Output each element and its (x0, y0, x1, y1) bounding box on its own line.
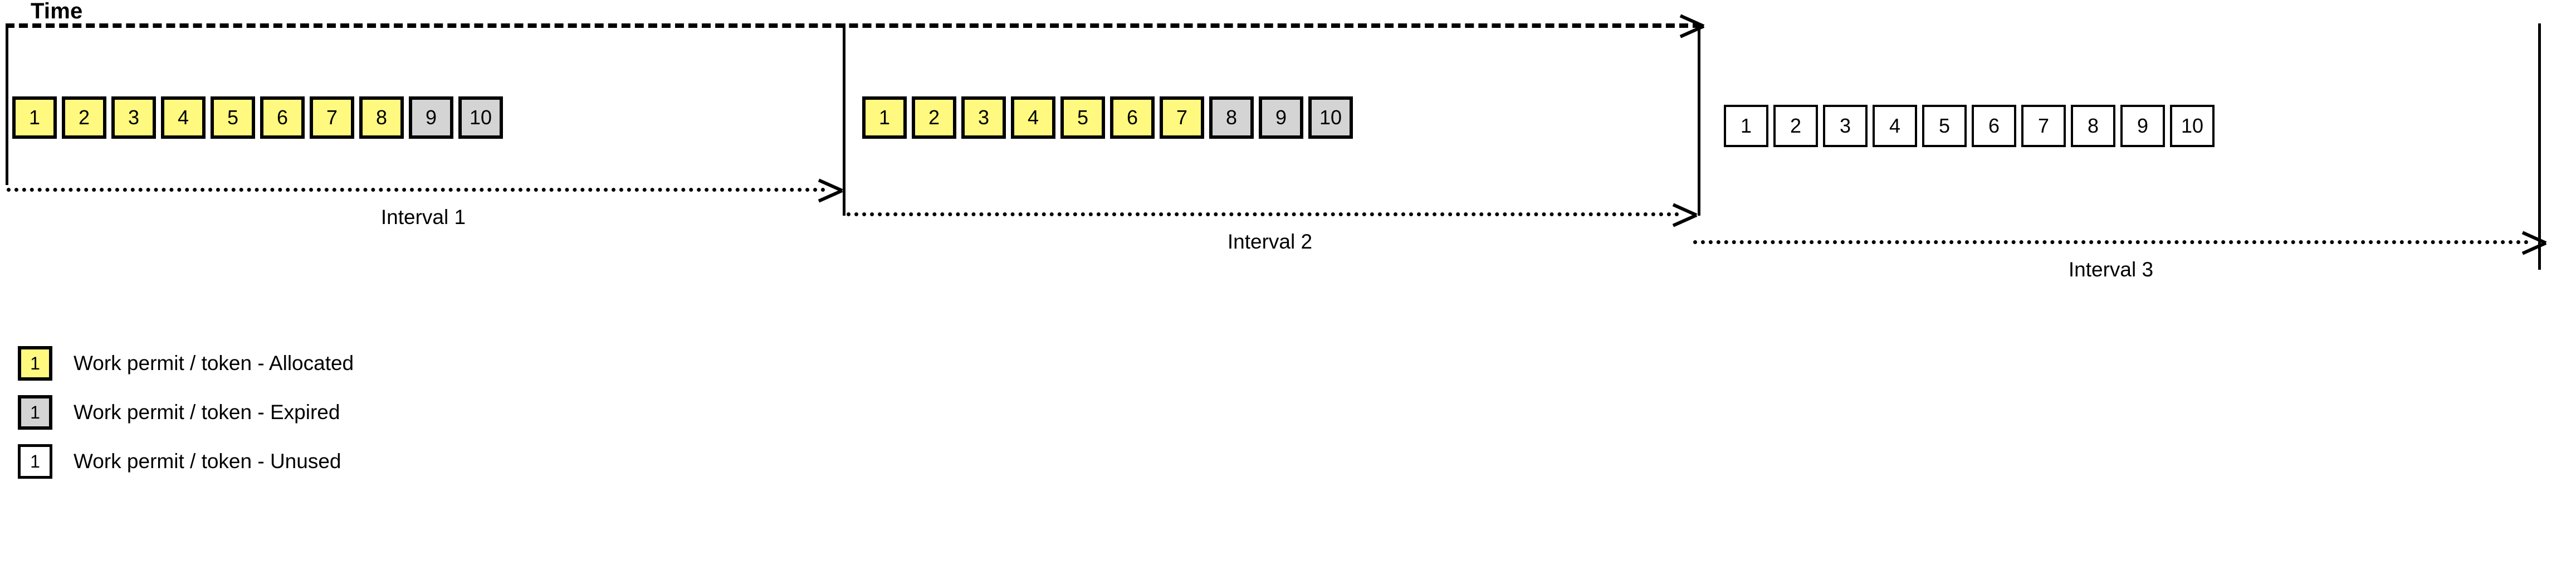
token-box[interactable]: 3 (961, 96, 1006, 139)
token-box[interactable]: 10 (458, 96, 503, 139)
token-box[interactable]: 8 (1209, 96, 1254, 139)
token-box[interactable]: 6 (1110, 96, 1155, 139)
token-box[interactable]: 5 (211, 96, 255, 139)
legend: 1 Work permit / token - Allocated 1 Work… (18, 339, 354, 486)
interval-2-span-line (847, 212, 1679, 216)
token-box[interactable]: 10 (2170, 105, 2215, 147)
token-box[interactable]: 2 (62, 96, 106, 139)
token-box[interactable]: 7 (2021, 105, 2066, 147)
token-box[interactable]: 6 (1972, 105, 2016, 147)
token-box[interactable]: 8 (359, 96, 404, 139)
token-box[interactable]: 7 (1160, 96, 1204, 139)
token-box[interactable]: 2 (1773, 105, 1818, 147)
page-title: Time (31, 0, 83, 23)
token-box[interactable]: 5 (1922, 105, 1967, 147)
token-box[interactable]: 9 (2120, 105, 2165, 147)
legend-swatch-allocated: 1 (18, 346, 52, 381)
token-box[interactable]: 2 (912, 96, 956, 139)
timeline-tick-interval-1-end (843, 23, 845, 216)
token-box[interactable]: 4 (1011, 96, 1055, 139)
token-box[interactable]: 3 (111, 96, 156, 139)
token-box[interactable]: 1 (862, 96, 907, 139)
token-row-interval-2: 1 2 3 4 5 6 7 8 9 10 (862, 96, 1353, 139)
legend-label-expired: Work permit / token - Expired (74, 401, 340, 424)
token-box[interactable]: 10 (1308, 96, 1353, 139)
legend-swatch-expired: 1 (18, 395, 52, 430)
timeline-dashed-line (6, 23, 1702, 28)
token-box[interactable]: 4 (161, 96, 206, 139)
token-box[interactable]: 8 (2071, 105, 2115, 147)
token-row-interval-3: 1 2 3 4 5 6 7 8 9 10 (1724, 105, 2215, 147)
interval-3-span-line (1693, 240, 2529, 244)
interval-3-arrow-head (2520, 230, 2547, 255)
token-row-interval-1: 1 2 3 4 5 6 7 8 9 10 (12, 96, 503, 139)
interval-1-span-line (7, 188, 825, 192)
token-box[interactable]: 7 (310, 96, 354, 139)
token-box[interactable]: 1 (1724, 105, 1768, 147)
timeline-tick-start (6, 23, 8, 185)
token-box[interactable]: 4 (1873, 105, 1917, 147)
legend-item-expired: 1 Work permit / token - Expired (18, 388, 354, 437)
timeline-tick-interval-3-end (2538, 23, 2541, 270)
timeline-tick-interval-2-end (1698, 23, 1700, 216)
token-box[interactable]: 3 (1823, 105, 1868, 147)
legend-swatch-unused: 1 (18, 444, 52, 479)
legend-item-unused: 1 Work permit / token - Unused (18, 437, 354, 486)
token-box[interactable]: 5 (1060, 96, 1105, 139)
interval-2-label: Interval 2 (1227, 230, 1313, 253)
interval-3-label: Interval 3 (2068, 258, 2154, 281)
legend-label-allocated: Work permit / token - Allocated (74, 352, 354, 375)
token-box[interactable]: 9 (1259, 96, 1303, 139)
interval-2-arrow-head (1671, 202, 1698, 227)
interval-1-label: Interval 1 (380, 206, 466, 228)
token-box[interactable]: 6 (260, 96, 305, 139)
legend-label-unused: Work permit / token - Unused (74, 450, 341, 473)
legend-item-allocated: 1 Work permit / token - Allocated (18, 339, 354, 388)
token-box[interactable]: 9 (409, 96, 453, 139)
interval-1-arrow-head (817, 178, 843, 203)
token-box[interactable]: 1 (12, 96, 57, 139)
